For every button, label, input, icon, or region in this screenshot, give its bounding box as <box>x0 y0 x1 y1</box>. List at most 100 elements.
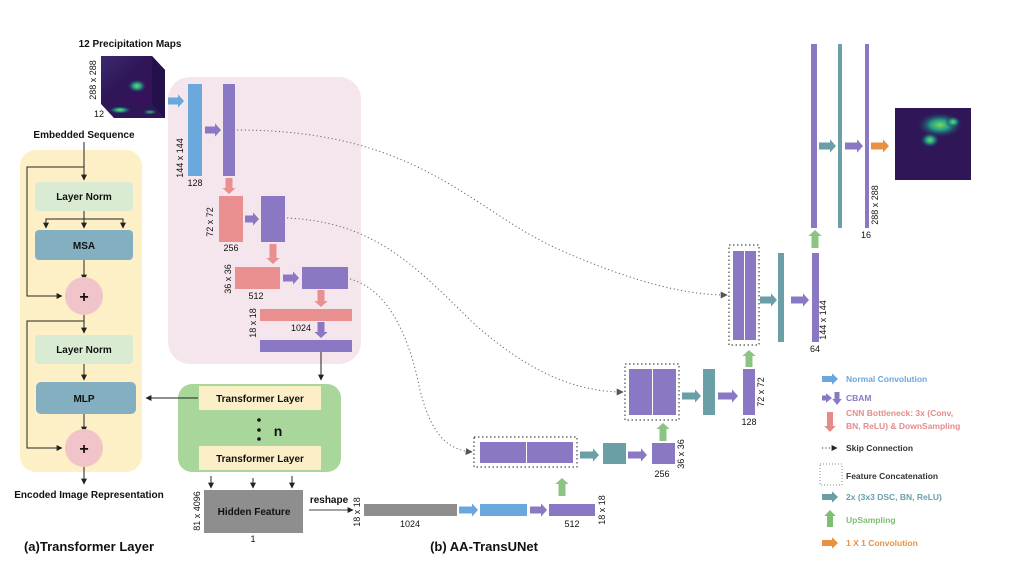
normal-convolution-arrow <box>168 94 184 108</box>
legend-label: Feature Concatenation <box>846 471 938 481</box>
layer-norm-block-2: Layer Norm <box>35 335 133 364</box>
decoder-72-channels: 128 <box>741 417 756 427</box>
decoder-cbam-block-288 <box>865 44 869 228</box>
cbam-arrow <box>314 322 328 338</box>
plus-icon: + <box>79 289 88 306</box>
upsampling-arrow <box>742 350 756 367</box>
right-arrow-icon <box>822 537 838 549</box>
bottleneck-arrow <box>266 244 280 264</box>
encoded-image-representation-label: Encoded Image Representation <box>14 490 163 501</box>
bottleneck-arrow <box>222 178 236 194</box>
msa-label: MSA <box>73 241 95 252</box>
decoder-bottom-size: 18 x 18 <box>597 495 607 525</box>
hidden-feature-block: Hidden Feature <box>204 490 303 533</box>
encoder-stage3-channels: 512 <box>248 291 263 301</box>
decoder-36-channels: 256 <box>654 469 669 479</box>
dsc-arrow <box>580 448 599 462</box>
legend-label: BN, ReLU) & DownSampling <box>846 421 960 431</box>
input-channels-label: 12 <box>94 109 104 119</box>
normal-convolution-arrow <box>459 503 478 517</box>
concat-skip-block-36 <box>480 442 526 463</box>
encoder-cbam-block-72 <box>261 196 285 242</box>
down-arrow-icon <box>824 412 836 432</box>
cbam-arrow <box>845 139 863 153</box>
decoder-upsampled-block-288 <box>811 44 817 228</box>
decoder-dsc-block-288 <box>838 44 842 228</box>
reshaped-feature-block <box>364 504 457 516</box>
concat-up-block-36 <box>527 442 573 463</box>
cbam-arrow <box>283 271 299 285</box>
hidden-feature-label: Hidden Feature <box>218 507 291 518</box>
legend-label: CBAM <box>846 393 872 403</box>
transformer-layer-label: Transformer Layer <box>216 394 304 405</box>
encoder-cbam-block-144 <box>223 84 235 176</box>
cbam-arrow <box>205 123 221 137</box>
upsampling-arrow <box>656 423 670 441</box>
dotted-box-icon <box>819 463 843 486</box>
mlp-block: MLP <box>36 382 136 414</box>
decoder-36-size: 36 x 36 <box>676 439 686 469</box>
skip-connection-36 <box>349 278 473 456</box>
cbam-right-arrow-icon <box>822 393 832 403</box>
encoder-cbam-block-36 <box>302 267 348 289</box>
cbam-arrow <box>718 389 738 403</box>
decoder-dsc-block-36 <box>603 443 626 464</box>
decoder-288-size: 288 x 288 <box>870 185 880 225</box>
caption-b: (b) AA-TransUNet <box>430 539 539 554</box>
plus-icon: + <box>79 441 88 458</box>
repeat-count-n: n <box>274 423 283 439</box>
layer-norm-block-1: Layer Norm <box>35 182 133 211</box>
encoder-stage1-channels: 128 <box>187 178 202 188</box>
concat-up-block-72 <box>653 369 676 415</box>
concat-skip-block-72 <box>629 369 652 415</box>
concat-box-144 <box>728 244 760 346</box>
decoder-dsc-block-72 <box>703 369 715 415</box>
cbam-arrow <box>791 293 809 307</box>
encoder-stage1-size: 144 x 144 <box>175 138 185 178</box>
concat-up-block-144 <box>745 251 756 340</box>
encoder-bottleneck-block-18 <box>260 309 352 321</box>
reshape-label: reshape <box>310 495 349 506</box>
decoder-144-channels: 64 <box>810 344 820 354</box>
concat-skip-block-144 <box>733 251 744 340</box>
legend-item: 1 X 1 Convolution <box>822 537 918 549</box>
dsc-arrow <box>760 293 777 307</box>
encoder-bottleneck-block-72 <box>219 196 243 242</box>
legend-item: CBAM <box>822 392 872 405</box>
caption-a: (a)Transformer Layer <box>24 539 154 554</box>
encoder-stage4-size: 18 x 18 <box>248 308 258 338</box>
decoder-cbam-block-36 <box>652 443 675 464</box>
right-arrow-icon <box>822 373 838 385</box>
up-arrow-icon <box>824 510 836 527</box>
upsampling-arrow <box>555 478 569 496</box>
decoder-cbam-block-18 <box>549 504 595 516</box>
cbam-down-arrow-icon <box>832 392 842 405</box>
mlp-label: MLP <box>73 394 94 405</box>
legend-label: Normal Convolution <box>846 374 927 384</box>
transformer-layer-top: Transformer Layer <box>199 386 321 410</box>
legend-label: 2x (3x3 DSC, BN, ReLU) <box>846 492 942 502</box>
concat-box-72 <box>624 363 680 421</box>
decoder-conv-block-18 <box>480 504 527 516</box>
decoder-cbam-block-144 <box>812 253 819 342</box>
legend-item: Skip Connection <box>822 443 913 453</box>
legend-item: Feature Concatenation <box>819 463 938 486</box>
legend-label: UpSampling <box>846 515 896 525</box>
encoder-bottleneck-block-36 <box>235 267 280 289</box>
add-node-2: + <box>65 429 103 467</box>
upsampling-arrow <box>808 230 822 248</box>
legend-item: UpSampling <box>824 510 896 527</box>
skip-connection-144 <box>236 129 728 299</box>
legend-item: 2x (3x3 DSC, BN, ReLU) <box>822 491 942 503</box>
encoder-cbam-block-18 <box>260 340 352 352</box>
decoder-72-size: 72 x 72 <box>756 377 766 407</box>
decoder-cbam-block-72 <box>743 369 755 415</box>
input-title: 12 Precipitation Maps <box>79 39 182 50</box>
layer-norm-label: Layer Norm <box>56 345 112 356</box>
skip-connections <box>236 129 728 456</box>
layer-norm-label: Layer Norm <box>56 192 112 203</box>
decoder-bottom-channels: 512 <box>564 519 579 529</box>
output-precipitation-map <box>895 108 971 180</box>
